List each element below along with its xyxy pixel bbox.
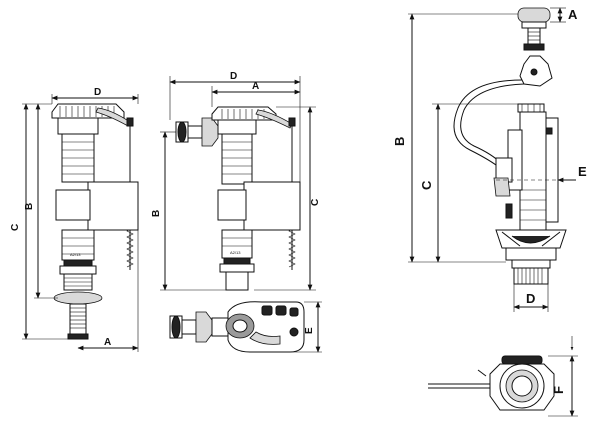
body-mark: A2/13	[70, 252, 81, 257]
upper-shaft	[221, 133, 253, 185]
dim-d-label: D	[94, 87, 101, 98]
cable	[453, 79, 523, 169]
cup-lever	[249, 331, 281, 345]
dim-d-label: D	[526, 291, 535, 306]
body-mark: A2/13	[230, 250, 241, 255]
lower-shaft	[221, 229, 253, 259]
fill-valve-front-view: A2/13 D C B A	[10, 87, 139, 352]
cup-slot-1	[261, 305, 273, 316]
button-collar	[521, 21, 547, 29]
inlet-end	[171, 315, 181, 339]
lower-ribs	[62, 237, 94, 255]
dim-d-label: D	[230, 71, 237, 82]
cable-head-pin	[530, 68, 538, 76]
dim-a-label: A	[104, 337, 111, 348]
threaded-outlet	[513, 267, 549, 285]
button-nut	[523, 43, 545, 51]
push-button	[517, 7, 551, 23]
threaded-shank-lines	[70, 307, 86, 329]
overflow-tube	[519, 111, 547, 231]
dim-a-label: A	[568, 7, 578, 22]
top-view-cable-bend	[477, 369, 487, 377]
tube-ribs	[520, 189, 546, 221]
dim-b-label: B	[24, 203, 35, 210]
side-inlet-tube	[187, 125, 203, 139]
upper-collar	[217, 119, 257, 135]
shaft-ribs	[62, 141, 94, 175]
side-inlet-flange	[201, 117, 219, 147]
cable-clip	[493, 177, 511, 197]
lock-nut	[53, 291, 103, 305]
float-body	[243, 181, 301, 231]
inlet-flange	[195, 311, 213, 343]
cable-inner	[460, 83, 525, 165]
cap-ribs	[221, 109, 265, 119]
base-nut	[223, 257, 251, 265]
shank-end	[67, 333, 89, 340]
outlet-thread	[517, 268, 543, 284]
side-body	[55, 189, 91, 221]
upper-collar	[57, 117, 99, 135]
rod-clip	[126, 117, 134, 127]
side-body	[217, 189, 247, 221]
base-collar	[511, 259, 551, 269]
rod-clip	[288, 117, 296, 127]
cup-slot-2	[275, 305, 287, 316]
top-disc-ribs	[521, 104, 541, 112]
top-view-hood	[501, 355, 543, 365]
side-clip	[505, 203, 513, 219]
base-cage-struts	[501, 231, 561, 247]
hub-center	[232, 319, 248, 333]
threaded-shank	[69, 303, 87, 335]
shank-thread	[64, 277, 92, 287]
dim-c-label: C	[419, 180, 434, 190]
cage-right	[545, 117, 559, 223]
inlet-tube	[181, 319, 197, 335]
base-cup	[225, 271, 249, 291]
dim-a-label: A	[252, 81, 259, 92]
dim-b-label: B	[392, 137, 407, 146]
top-view-center	[511, 375, 533, 397]
dim-b-label: B	[151, 210, 162, 217]
dim-e-label: E	[578, 164, 587, 179]
flush-valve-top-view: F	[428, 336, 578, 417]
cup-pin	[289, 327, 299, 337]
lower-ribs	[222, 237, 252, 247]
base-flange	[219, 263, 255, 273]
cage-clip	[545, 127, 553, 135]
cup-slot-3	[289, 307, 299, 317]
dim-c-label: C	[10, 224, 21, 231]
fill-valve-side-view: A2/13 D A B C	[151, 71, 321, 291]
dim-e-label: E	[304, 327, 315, 334]
base-nut	[63, 259, 93, 267]
side-inlet-end	[177, 121, 187, 143]
dim-c-label: C	[310, 199, 321, 206]
dim-f-label: F	[551, 386, 566, 394]
seal-ring	[505, 247, 557, 261]
flush-valve-side-view: A B C E D	[392, 7, 587, 312]
shaft-ribs	[222, 141, 252, 175]
fill-valve-top-view: E	[169, 301, 322, 353]
float-body	[87, 181, 139, 231]
base-flange	[59, 265, 97, 275]
